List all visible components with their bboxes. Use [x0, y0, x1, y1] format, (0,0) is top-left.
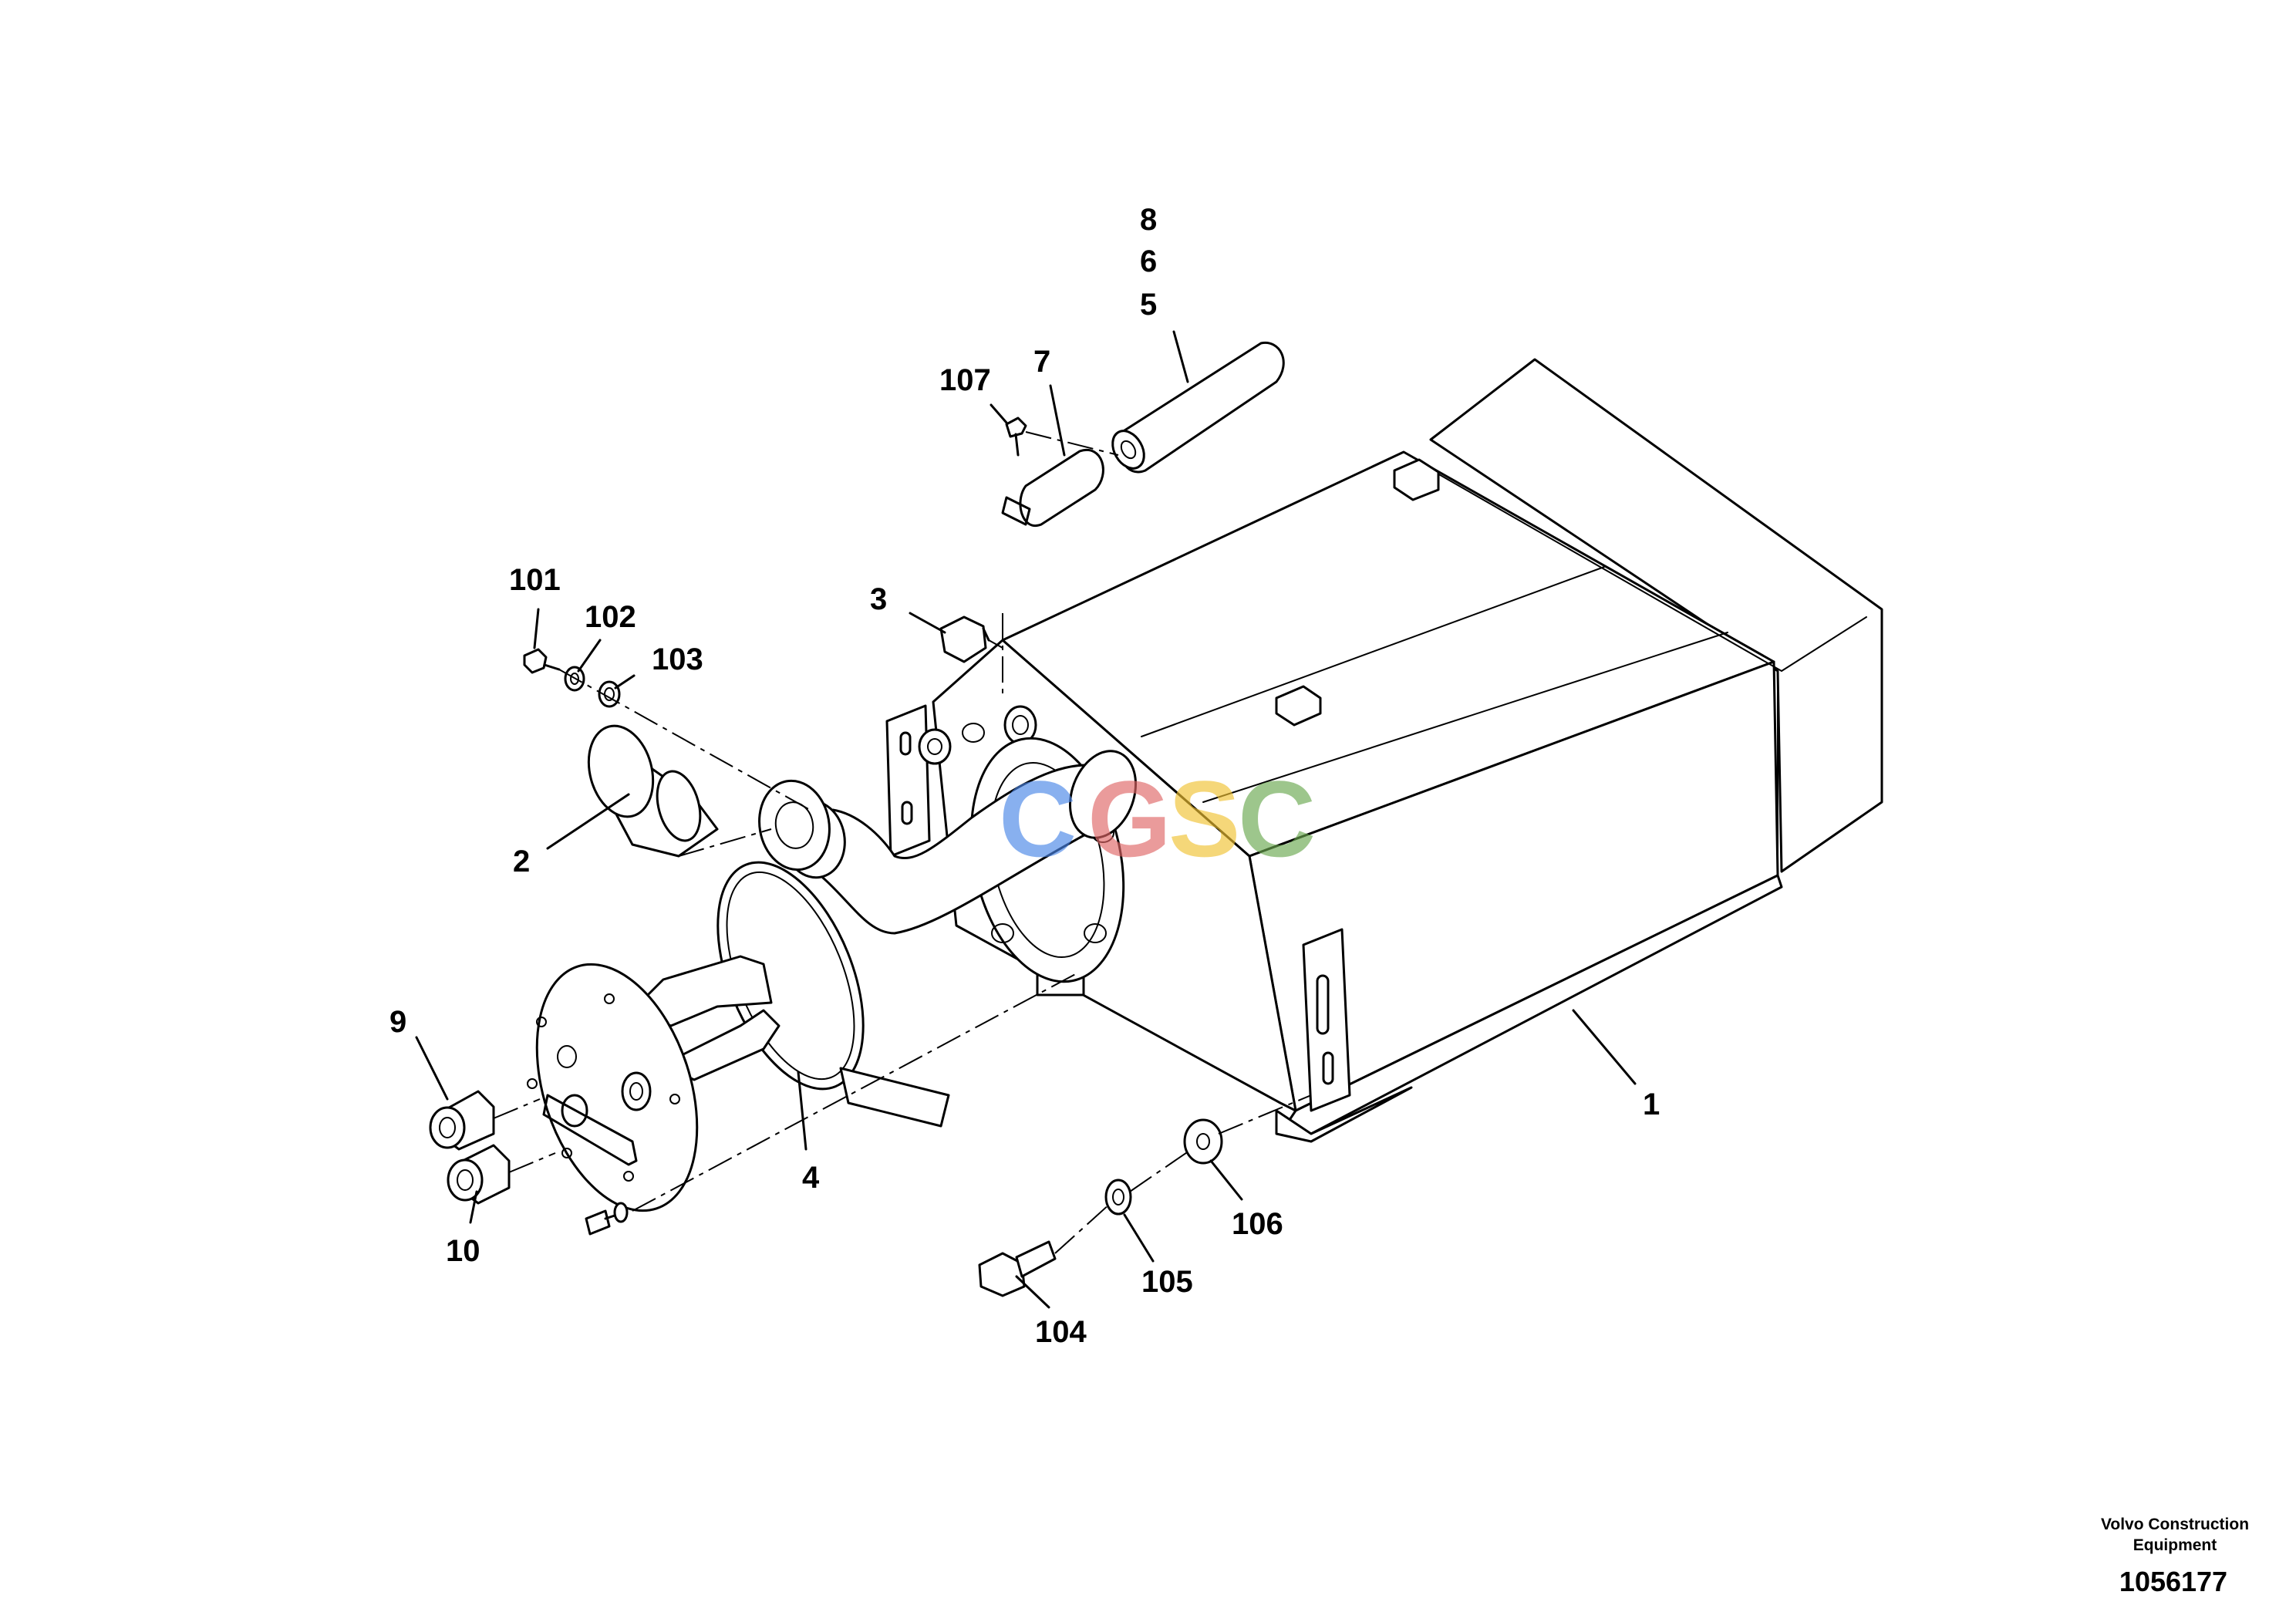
washer-item-106: [1183, 1118, 1223, 1165]
watermark: C G S C: [999, 758, 1316, 879]
brand-name-line1: Volvo Construction: [2101, 1516, 2249, 1533]
callout-7: 7: [1033, 345, 1050, 379]
drawing-number: 1056177: [2119, 1566, 2227, 1597]
drawing-footer: Volvo Construction Equipment 1056177: [2101, 1516, 2249, 1597]
callout-104: 104: [1035, 1315, 1087, 1349]
callout-8: 8: [1140, 203, 1157, 237]
leader-lines: [415, 330, 1637, 1309]
filler-pipe: [758, 750, 1138, 935]
clamp-item-7: [1001, 448, 1104, 528]
bolt-item-104: [978, 1240, 1057, 1297]
filler-neck-item-2: [587, 724, 719, 858]
assembly-center-lines: [493, 431, 1312, 1254]
callout-102: 102: [585, 600, 636, 634]
plug-item-3: [939, 615, 990, 663]
suction-flange-plate: [527, 955, 950, 1212]
callout-9: 9: [389, 1005, 406, 1039]
bolt-item-101: [523, 648, 561, 674]
fitting-item-9: [429, 1090, 495, 1151]
callout-103: 103: [652, 642, 703, 676]
watermark-letter-c2: C: [1238, 758, 1316, 879]
screw-item-107: [1005, 416, 1027, 457]
watermark-letter-g: G: [1087, 758, 1172, 879]
callout-3: 3: [870, 582, 887, 616]
tank-body: [885, 358, 1883, 1143]
callout-2: 2: [513, 845, 530, 878]
watermark-letter-c1: C: [999, 758, 1077, 879]
watermark-letter-s: S: [1168, 758, 1240, 879]
callout-105: 105: [1141, 1265, 1193, 1299]
washer-item-105: [1104, 1179, 1132, 1216]
small-screw-and-washer: [585, 1202, 629, 1236]
callout-6: 6: [1140, 244, 1157, 278]
callout-4: 4: [802, 1161, 820, 1195]
callout-labels: 1 2 3 4 8 6 5 7 107 9 10 101 102 103 104…: [389, 203, 1660, 1349]
brand-name-line2: Equipment: [2133, 1536, 2217, 1554]
breather-filter-item-5: [1111, 342, 1285, 474]
callout-5: 5: [1140, 288, 1157, 322]
callout-1: 1: [1643, 1088, 1660, 1121]
callout-101: 101: [509, 563, 561, 597]
callout-10: 10: [446, 1234, 480, 1268]
fitting-item-10: [447, 1144, 511, 1205]
callout-106: 106: [1232, 1207, 1283, 1241]
callout-107: 107: [939, 363, 991, 397]
